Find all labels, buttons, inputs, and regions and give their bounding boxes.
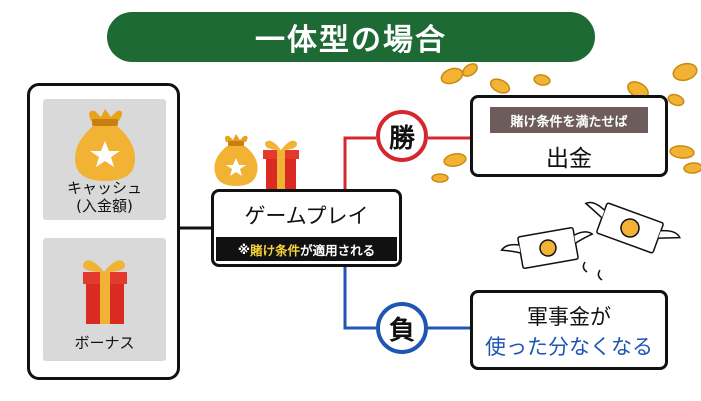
cash-label: キャッシュ (入金額) — [66, 179, 142, 215]
wagering-note: ※賭け条件が適用される — [216, 237, 397, 261]
win-badge: 勝 — [376, 110, 428, 162]
win-outcome-box: 賭け条件を満たせば 出金 — [470, 95, 668, 177]
money-bag-icon — [75, 109, 135, 181]
cash-tile: キャッシュ (入金額) — [43, 99, 166, 220]
gameplay-label: ゲームプレイ — [244, 204, 369, 228]
lose-result-line2: 使った分なくなる — [485, 335, 653, 359]
page-title: 一体型の場合 — [107, 12, 595, 62]
lose-outcome-box: 軍事金が 使った分なくなる — [470, 290, 668, 370]
bonus-tile: ボーナス — [43, 238, 166, 361]
lose-result-line1: 軍事金が — [527, 305, 611, 329]
funds-panel: キャッシュ (入金額) ボーナス — [27, 83, 180, 380]
bonus-label: ボーナス — [74, 334, 135, 352]
win-result: 出金 — [546, 146, 592, 172]
note-suffix: が適用される — [300, 242, 376, 258]
lose-badge: 負 — [376, 302, 428, 354]
note-highlight: 賭け条件 — [250, 242, 301, 258]
gameplay-box: ゲームプレイ ※賭け条件が適用される — [211, 189, 402, 267]
note-prefix: ※ — [237, 241, 251, 257]
win-condition-tag: 賭け条件を満たせば — [490, 107, 648, 133]
gift-box-icon — [82, 260, 127, 324]
